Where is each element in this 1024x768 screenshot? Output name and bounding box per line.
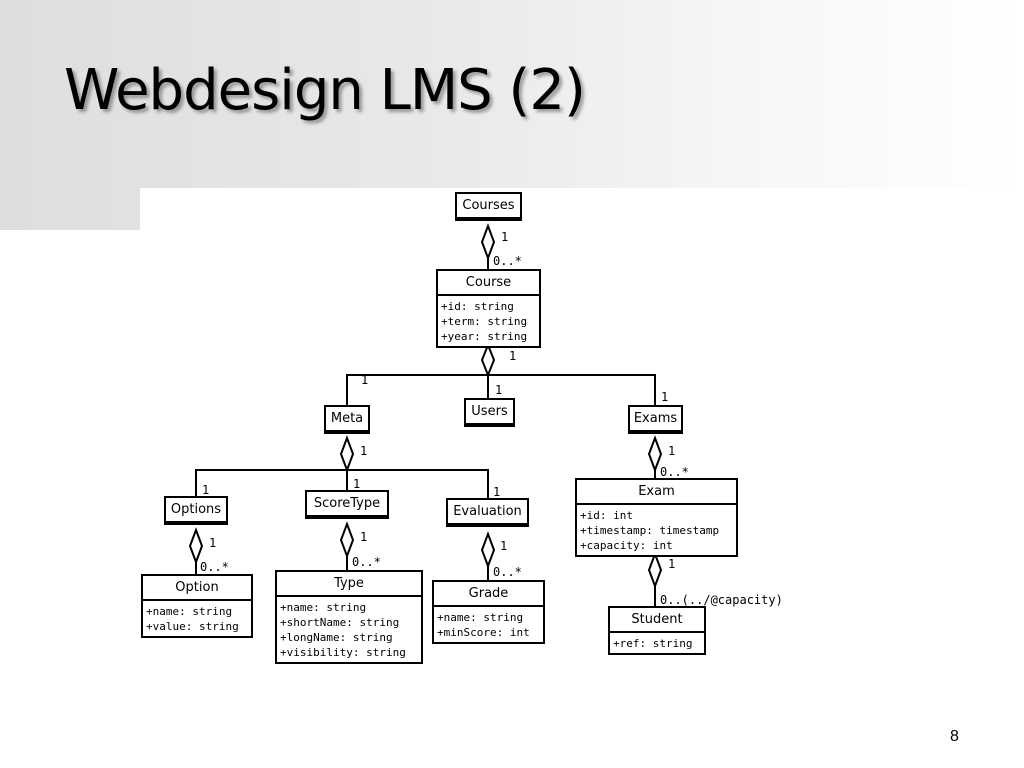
attribute-list: +name: string +value: string: [143, 601, 251, 636]
attribute: +visibility: string: [280, 646, 406, 659]
multiplicity-label: 0..*: [493, 565, 522, 579]
slide-title: Webdesign LMS (2): [64, 58, 586, 123]
multiplicity-label: 1: [353, 477, 361, 491]
multiplicity-label: 1: [500, 539, 508, 553]
class-exam: Exam +id: int +timestamp: timestamp +cap…: [575, 478, 738, 557]
multiplicity-label: 1: [668, 444, 676, 458]
attribute: +term: string: [441, 315, 528, 328]
multiplicity-label: 1: [661, 390, 669, 404]
class-name: Option: [143, 576, 251, 601]
class-name: Exam: [577, 480, 736, 505]
multiplicity-label: 1: [360, 444, 368, 458]
attribute: +timestamp: timestamp: [580, 524, 720, 537]
multiplicity-label: 0..*: [660, 465, 689, 479]
multiplicity-label: 0..*: [200, 560, 229, 574]
attribute: +name: string: [280, 601, 367, 614]
multiplicity-label: 1: [209, 536, 217, 550]
aggregation-diamond: [339, 521, 355, 559]
class-name: ScoreType: [307, 492, 387, 517]
attribute: +longName: string: [280, 631, 393, 644]
association-line: [346, 374, 656, 405]
multiplicity-label: 1: [202, 483, 210, 497]
attribute: +capacity: int: [580, 539, 673, 552]
class-name: Type: [277, 572, 421, 597]
class-name: Student: [610, 608, 704, 633]
attribute-list: +name: string +shortName: string +longNa…: [277, 597, 421, 662]
class-options: Options: [164, 496, 228, 525]
class-student: Student +ref: string: [608, 606, 706, 655]
aggregation-diamond: [480, 531, 496, 569]
attribute: +shortName: string: [280, 616, 400, 629]
attribute: +name: string: [146, 605, 233, 618]
class-name: Courses: [457, 194, 520, 219]
attribute-list: +name: string +minScore: int: [434, 607, 543, 642]
class-scoretype: ScoreType: [305, 490, 389, 519]
class-evaluation: Evaluation: [446, 498, 529, 527]
aggregation-diamond: [647, 551, 663, 589]
multiplicity-label: 0..*: [352, 555, 381, 569]
multiplicity-label: 1: [501, 230, 509, 244]
class-exams: Exams: [628, 405, 683, 434]
class-users: Users: [464, 398, 515, 427]
aggregation-diamond: [480, 342, 496, 378]
attribute: +value: string: [146, 620, 239, 633]
class-name: Exams: [630, 407, 681, 432]
class-type: Type +name: string +shortName: string +l…: [275, 570, 423, 664]
class-name: Course: [438, 271, 539, 296]
multiplicity-label: 0..*: [493, 254, 522, 268]
class-name: Grade: [434, 582, 543, 607]
aggregation-diamond: [188, 527, 204, 565]
attribute: +name: string: [437, 611, 524, 624]
class-option: Option +name: string +value: string: [141, 574, 253, 638]
multiplicity-label: 1: [360, 530, 368, 544]
multiplicity-label: 0..(../@capacity): [660, 593, 783, 607]
attribute: +id: string: [441, 300, 514, 313]
multiplicity-label: 1: [493, 485, 501, 499]
multiplicity-label: 1: [361, 373, 369, 387]
attribute: +id: int: [580, 509, 633, 522]
class-meta: Meta: [324, 405, 370, 434]
attribute-list: +id: int +timestamp: timestamp +capacity…: [577, 505, 736, 555]
aggregation-diamond: [339, 435, 355, 473]
attribute-list: +ref: string: [610, 633, 704, 653]
class-courses: Courses: [455, 192, 522, 221]
multiplicity-label: 1: [495, 383, 503, 397]
association-line: [195, 469, 489, 498]
page-number: 8: [950, 728, 959, 745]
class-name: Meta: [326, 407, 368, 432]
attribute: +minScore: int: [437, 626, 530, 639]
attribute-list: +id: string +term: string +year: string: [438, 296, 539, 346]
attribute: +ref: string: [613, 637, 693, 650]
attribute: +year: string: [441, 330, 528, 343]
class-grade: Grade +name: string +minScore: int: [432, 580, 545, 644]
class-course: Course +id: string +term: string +year: …: [436, 269, 541, 348]
class-name: Options: [166, 498, 226, 523]
class-name: Evaluation: [448, 500, 527, 525]
multiplicity-label: 1: [509, 349, 517, 363]
multiplicity-label: 1: [668, 557, 676, 571]
class-name: Users: [466, 400, 513, 425]
